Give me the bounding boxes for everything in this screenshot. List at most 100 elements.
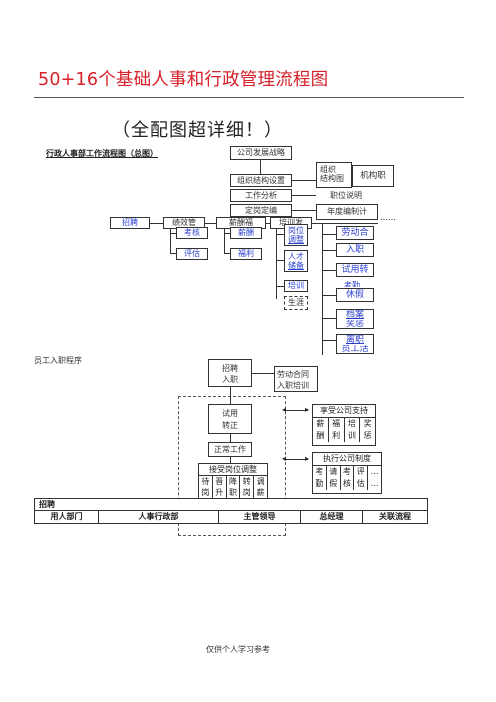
connector	[170, 229, 171, 253]
box-org-chart: 组织 结构图	[316, 162, 352, 188]
talent-reserve-line-2: 储备	[288, 261, 304, 271]
cell-char: 考	[342, 467, 351, 476]
connector	[322, 340, 336, 341]
org-chart-line-2: 结构图	[320, 174, 344, 184]
recruit-label: 招聘	[222, 364, 238, 373]
cell-training: 培训	[345, 418, 361, 442]
recruit-table: 招聘 用人部门 人事行政部 主管领导 总经理 关联流程	[34, 498, 428, 524]
cell-char: 利	[332, 431, 341, 440]
contract-label: 劳动合同	[277, 370, 309, 379]
box-archive: 档案 奖惩	[336, 309, 374, 329]
reward-label: 奖惩	[345, 320, 364, 329]
connector	[322, 234, 336, 235]
job-adjust-line-2: 调整	[288, 235, 304, 245]
enjoy-support-cells: 薪酬 福利 培训 奖惩	[313, 418, 375, 442]
accept-adjust-title: 接受岗位调整	[199, 464, 267, 476]
cell-char: 薪	[316, 419, 325, 428]
box-accept-adjust: 接受岗位调整 待岗 晋升 降职 转岗 调薪	[198, 463, 268, 499]
cell-salary-adjust: 调薪	[254, 476, 267, 498]
connector	[230, 457, 231, 463]
box-execute-rules: 执行公司制度 考勤 请假 考核 评估 ……	[312, 452, 382, 494]
regularize-label: 转正	[222, 421, 238, 430]
box-talent-reserve: 人才 储备	[284, 250, 308, 272]
section-label-onboarding: 员工入职程序	[34, 356, 82, 365]
box-enjoy-support: 享受公司支持 薪酬 福利 培训 奖惩	[312, 404, 376, 446]
cell-pay: 薪酬	[313, 418, 329, 442]
dashed-group	[178, 396, 286, 536]
cell-char: 待	[201, 477, 210, 486]
recruit-table-label: 招聘	[35, 499, 427, 511]
cell-transfer: 转岗	[240, 476, 255, 498]
archive-label: 档案	[345, 310, 364, 320]
header-hr-admin: 人事行政部	[99, 511, 219, 523]
onboard-label: 入职	[222, 375, 238, 384]
connector	[286, 410, 308, 411]
connector	[170, 233, 176, 234]
box-job-analysis: 工作分析	[230, 189, 292, 202]
ellipsis-more: ……	[380, 213, 396, 222]
job-adjust-line-1: 岗位	[288, 226, 304, 235]
connector	[224, 229, 225, 253]
arrow-right-icon: ▸	[305, 454, 310, 463]
box-welfare: 福利	[230, 248, 262, 260]
cell-char: 训	[347, 431, 356, 440]
cell-leave: 请假	[327, 466, 341, 490]
talent-reserve-line-1: 人才	[288, 252, 304, 261]
cell-char: 勤	[315, 479, 324, 488]
execute-rules-cells: 考勤 请假 考核 评估 ……	[313, 466, 381, 490]
induction-label: 入职培训	[277, 381, 309, 390]
box-annual-plan: 年度编制计	[316, 204, 378, 220]
cell-demotion: 降职	[227, 476, 241, 498]
box-recruit-onboard: 招聘 入职	[208, 359, 252, 387]
box-leave: 休假	[336, 288, 374, 302]
header-general-manager: 总经理	[301, 511, 363, 523]
box-train: 培训	[284, 280, 308, 292]
org-chart-line-1: 组织	[320, 165, 336, 174]
cell-attendance: 考勤	[313, 466, 327, 490]
box-job-description: 职位说明	[320, 189, 372, 202]
connector	[322, 295, 336, 296]
recruit-table-header-row: 用人部门 人事行政部 主管领导 总经理 关联流程	[35, 511, 427, 523]
cell-char: 岗	[242, 488, 251, 497]
resignation-label: 离职	[345, 335, 364, 345]
cell-char: 酬	[316, 431, 325, 440]
cell-char: 职	[228, 488, 237, 497]
execute-rules-title: 执行公司制度	[313, 453, 381, 466]
box-pay: 薪酬	[230, 227, 262, 239]
cell-char: 转	[242, 477, 251, 486]
cell-welfare: 福利	[329, 418, 345, 442]
box-job-adjust: 岗位 调整	[284, 224, 308, 246]
connector	[224, 233, 230, 234]
cell-evaluation: 评估	[354, 466, 369, 490]
activities-label: 员工活	[341, 345, 369, 354]
connector	[260, 160, 261, 174]
box-staffing: 定岗定编	[230, 204, 292, 217]
cell-assessment: 考核	[341, 466, 355, 490]
cell-char: 惩	[363, 431, 372, 440]
footer-note: 仅供个人学习参考	[206, 645, 270, 654]
arrow-left-icon: ◂	[282, 454, 287, 463]
connector	[276, 234, 284, 235]
document-title: 50+16个基础人事和行政管理流程图	[38, 70, 329, 90]
connector	[276, 260, 284, 261]
label-attendance: 考勤	[344, 281, 360, 287]
cell-char: …	[370, 479, 379, 488]
box-appraisal: 考核	[176, 227, 208, 239]
cell-char: 培	[347, 419, 356, 428]
cell-char: …	[370, 467, 379, 476]
header-related-process: 关联流程	[379, 511, 411, 521]
connector	[322, 270, 336, 271]
box-org-duties: 机构职	[352, 165, 394, 187]
connector	[276, 286, 284, 287]
box-resignation: 离职 员工活	[336, 334, 374, 354]
cell-char: 请	[329, 467, 338, 476]
cell-char: 升	[215, 488, 224, 497]
connector	[322, 318, 336, 319]
enjoy-support-title: 享受公司支持	[313, 405, 375, 418]
header-supervisor: 主管领导	[219, 511, 301, 523]
cell-reward: 奖惩	[360, 418, 375, 442]
box-onboarding: 入职	[336, 243, 374, 257]
box-probation: 试用转	[336, 263, 374, 277]
cell-char: 假	[329, 479, 338, 488]
cell-char: 晋	[215, 477, 224, 486]
